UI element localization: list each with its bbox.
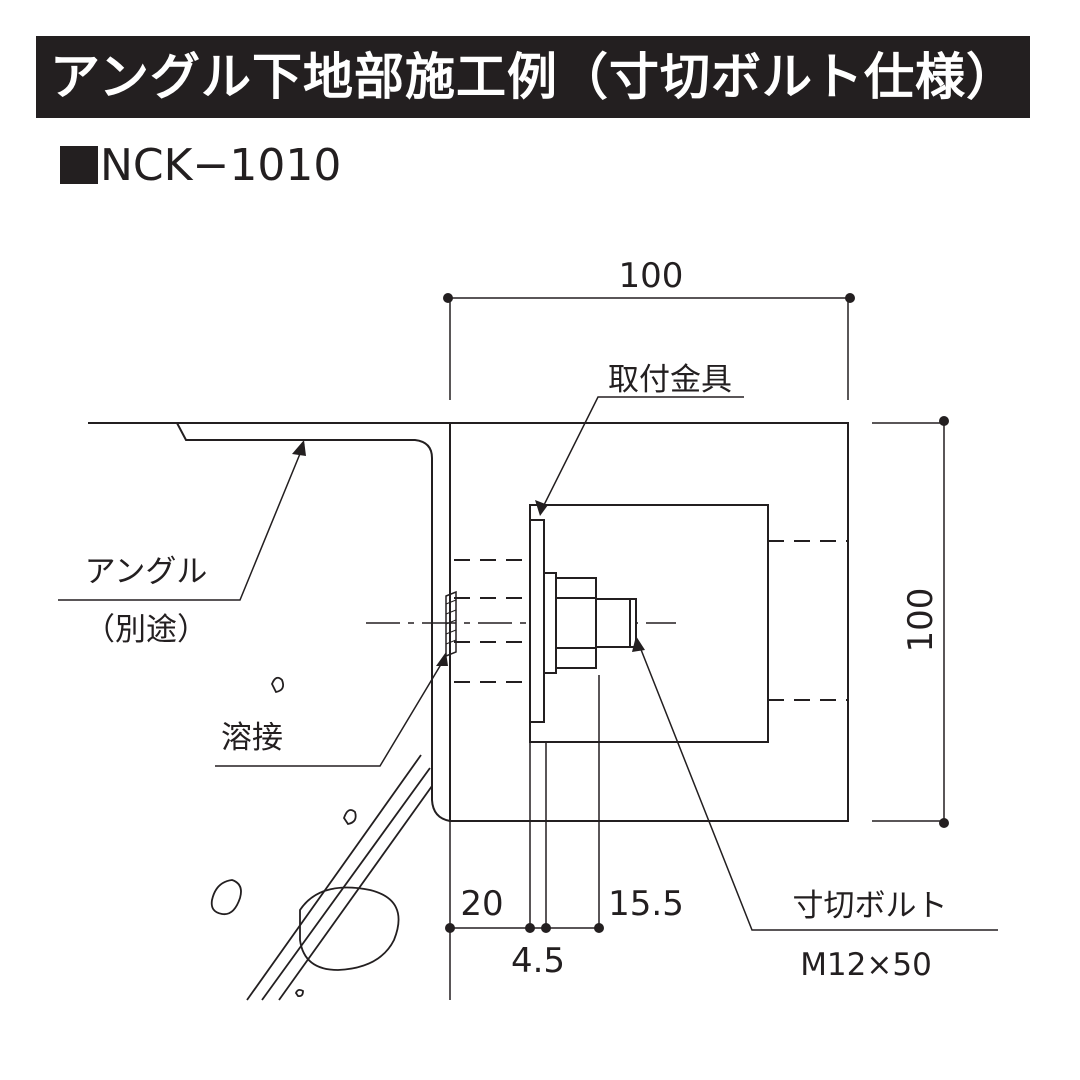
callout-bolt: 寸切ボルト — [793, 888, 948, 924]
leader-fitting — [539, 396, 744, 514]
dimension-bottom — [449, 675, 600, 1000]
dimension-right — [872, 421, 945, 823]
dimension-dots — [443, 293, 949, 933]
washer-large — [529, 519, 545, 723]
weld-hatch — [445, 590, 457, 658]
leader-angle — [58, 443, 305, 601]
dim-top-width: 100 — [619, 256, 684, 296]
hidden-lines-right — [768, 540, 848, 701]
angle-profile — [88, 422, 451, 822]
model-heading: NCK−1010 — [60, 138, 341, 194]
page-title: アングル下地部施工例（寸切ボルト仕様） — [50, 48, 1017, 106]
hidden-lines-left — [454, 559, 530, 683]
dim-bottom-15-5: 15.5 — [608, 884, 684, 924]
dimension-top — [448, 297, 850, 400]
reinforcement-bars — [246, 754, 433, 1001]
dim-right-height: 100 — [901, 588, 941, 653]
washer-small — [543, 572, 557, 674]
nut — [555, 577, 597, 669]
leader-lines — [58, 396, 998, 931]
leader-arrowheads — [292, 440, 645, 666]
dim-bottom-20: 20 — [460, 884, 503, 924]
leader-weld — [215, 655, 447, 767]
callout-fitting: 取付金具 — [608, 362, 732, 398]
plate-outline — [449, 422, 849, 822]
callout-bolt-spec: M12×50 — [800, 947, 932, 983]
square-bullet-icon — [60, 146, 98, 184]
concrete-aggregate — [210, 676, 400, 998]
title-bar: アングル下地部施工例（寸切ボルト仕様） — [36, 36, 1030, 118]
callout-angle: アングル — [85, 554, 208, 590]
leader-bolt — [637, 641, 998, 931]
callout-weld: 溶接 — [221, 720, 283, 756]
callout-angle-note: （別途） — [84, 612, 208, 648]
dim-bottom-4-5: 4.5 — [511, 941, 565, 981]
model-number: NCK−1010 — [100, 140, 342, 191]
